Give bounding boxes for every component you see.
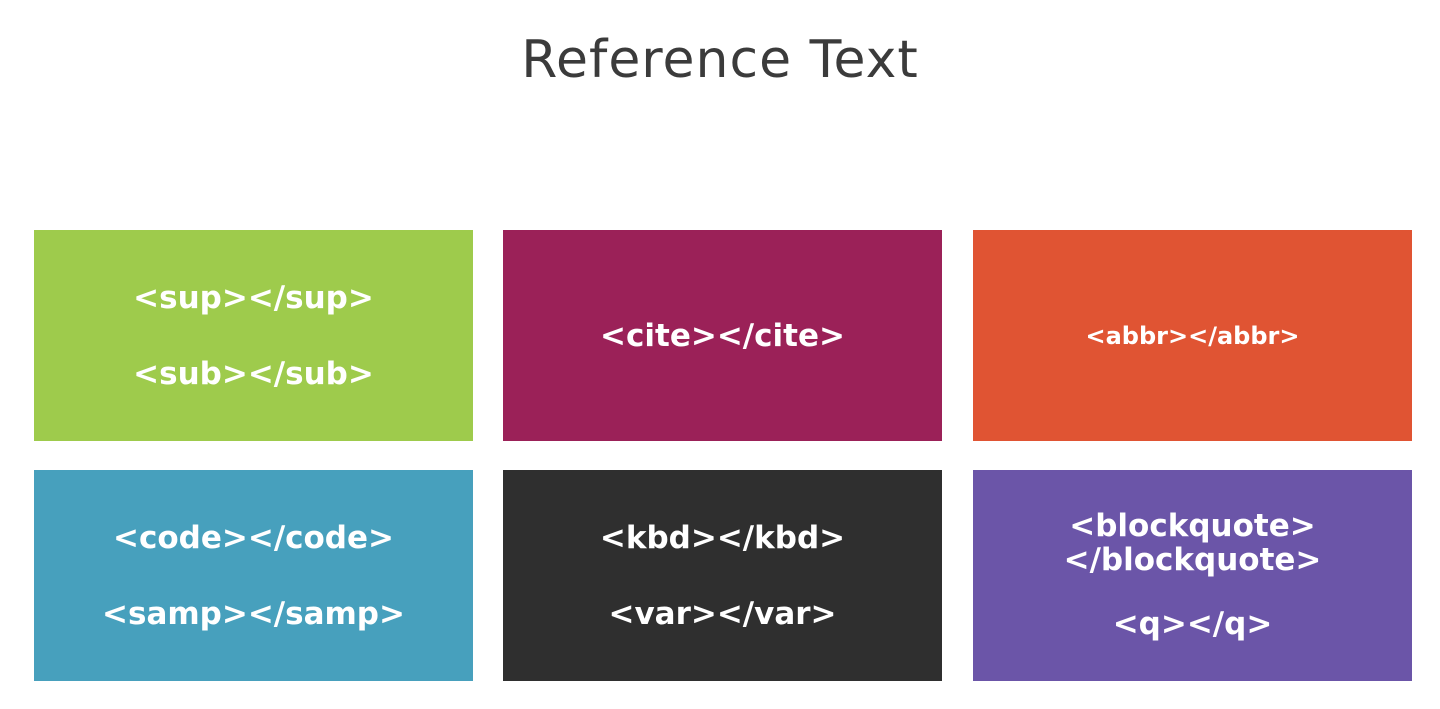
tile-kbd-var: <kbd></kbd> <var></var>: [503, 470, 942, 681]
tile-text-var: <var></var>: [608, 595, 837, 632]
tile-text-kbd: <kbd></kbd>: [599, 519, 846, 556]
tile-text-samp: <samp></samp>: [102, 595, 405, 632]
tile-text-abbr: <abbr></abbr>: [1085, 321, 1300, 350]
tile-text-sub: <sub></sub>: [133, 355, 374, 392]
page-title: Reference Text: [521, 30, 919, 90]
tile-sup-sub: <sup></sup> <sub></sub>: [34, 230, 473, 441]
tile-code-samp: <code></code> <samp></samp>: [34, 470, 473, 681]
tile-blockquote-q: <blockquote> </blockquote> <q></q>: [973, 470, 1412, 681]
tile-abbr: <abbr></abbr>: [973, 230, 1412, 441]
tile-text-sup: <sup></sup>: [133, 279, 374, 316]
tile-text-code: <code></code>: [113, 519, 394, 556]
tile-text-blockquote-open: <blockquote>: [1069, 507, 1316, 544]
tile-text-blockquote-close: </blockquote>: [1063, 541, 1322, 578]
tile-text-q: <q></q>: [1112, 605, 1273, 642]
tile-cite: <cite></cite>: [503, 230, 942, 441]
tile-text-cite: <cite></cite>: [600, 317, 845, 354]
